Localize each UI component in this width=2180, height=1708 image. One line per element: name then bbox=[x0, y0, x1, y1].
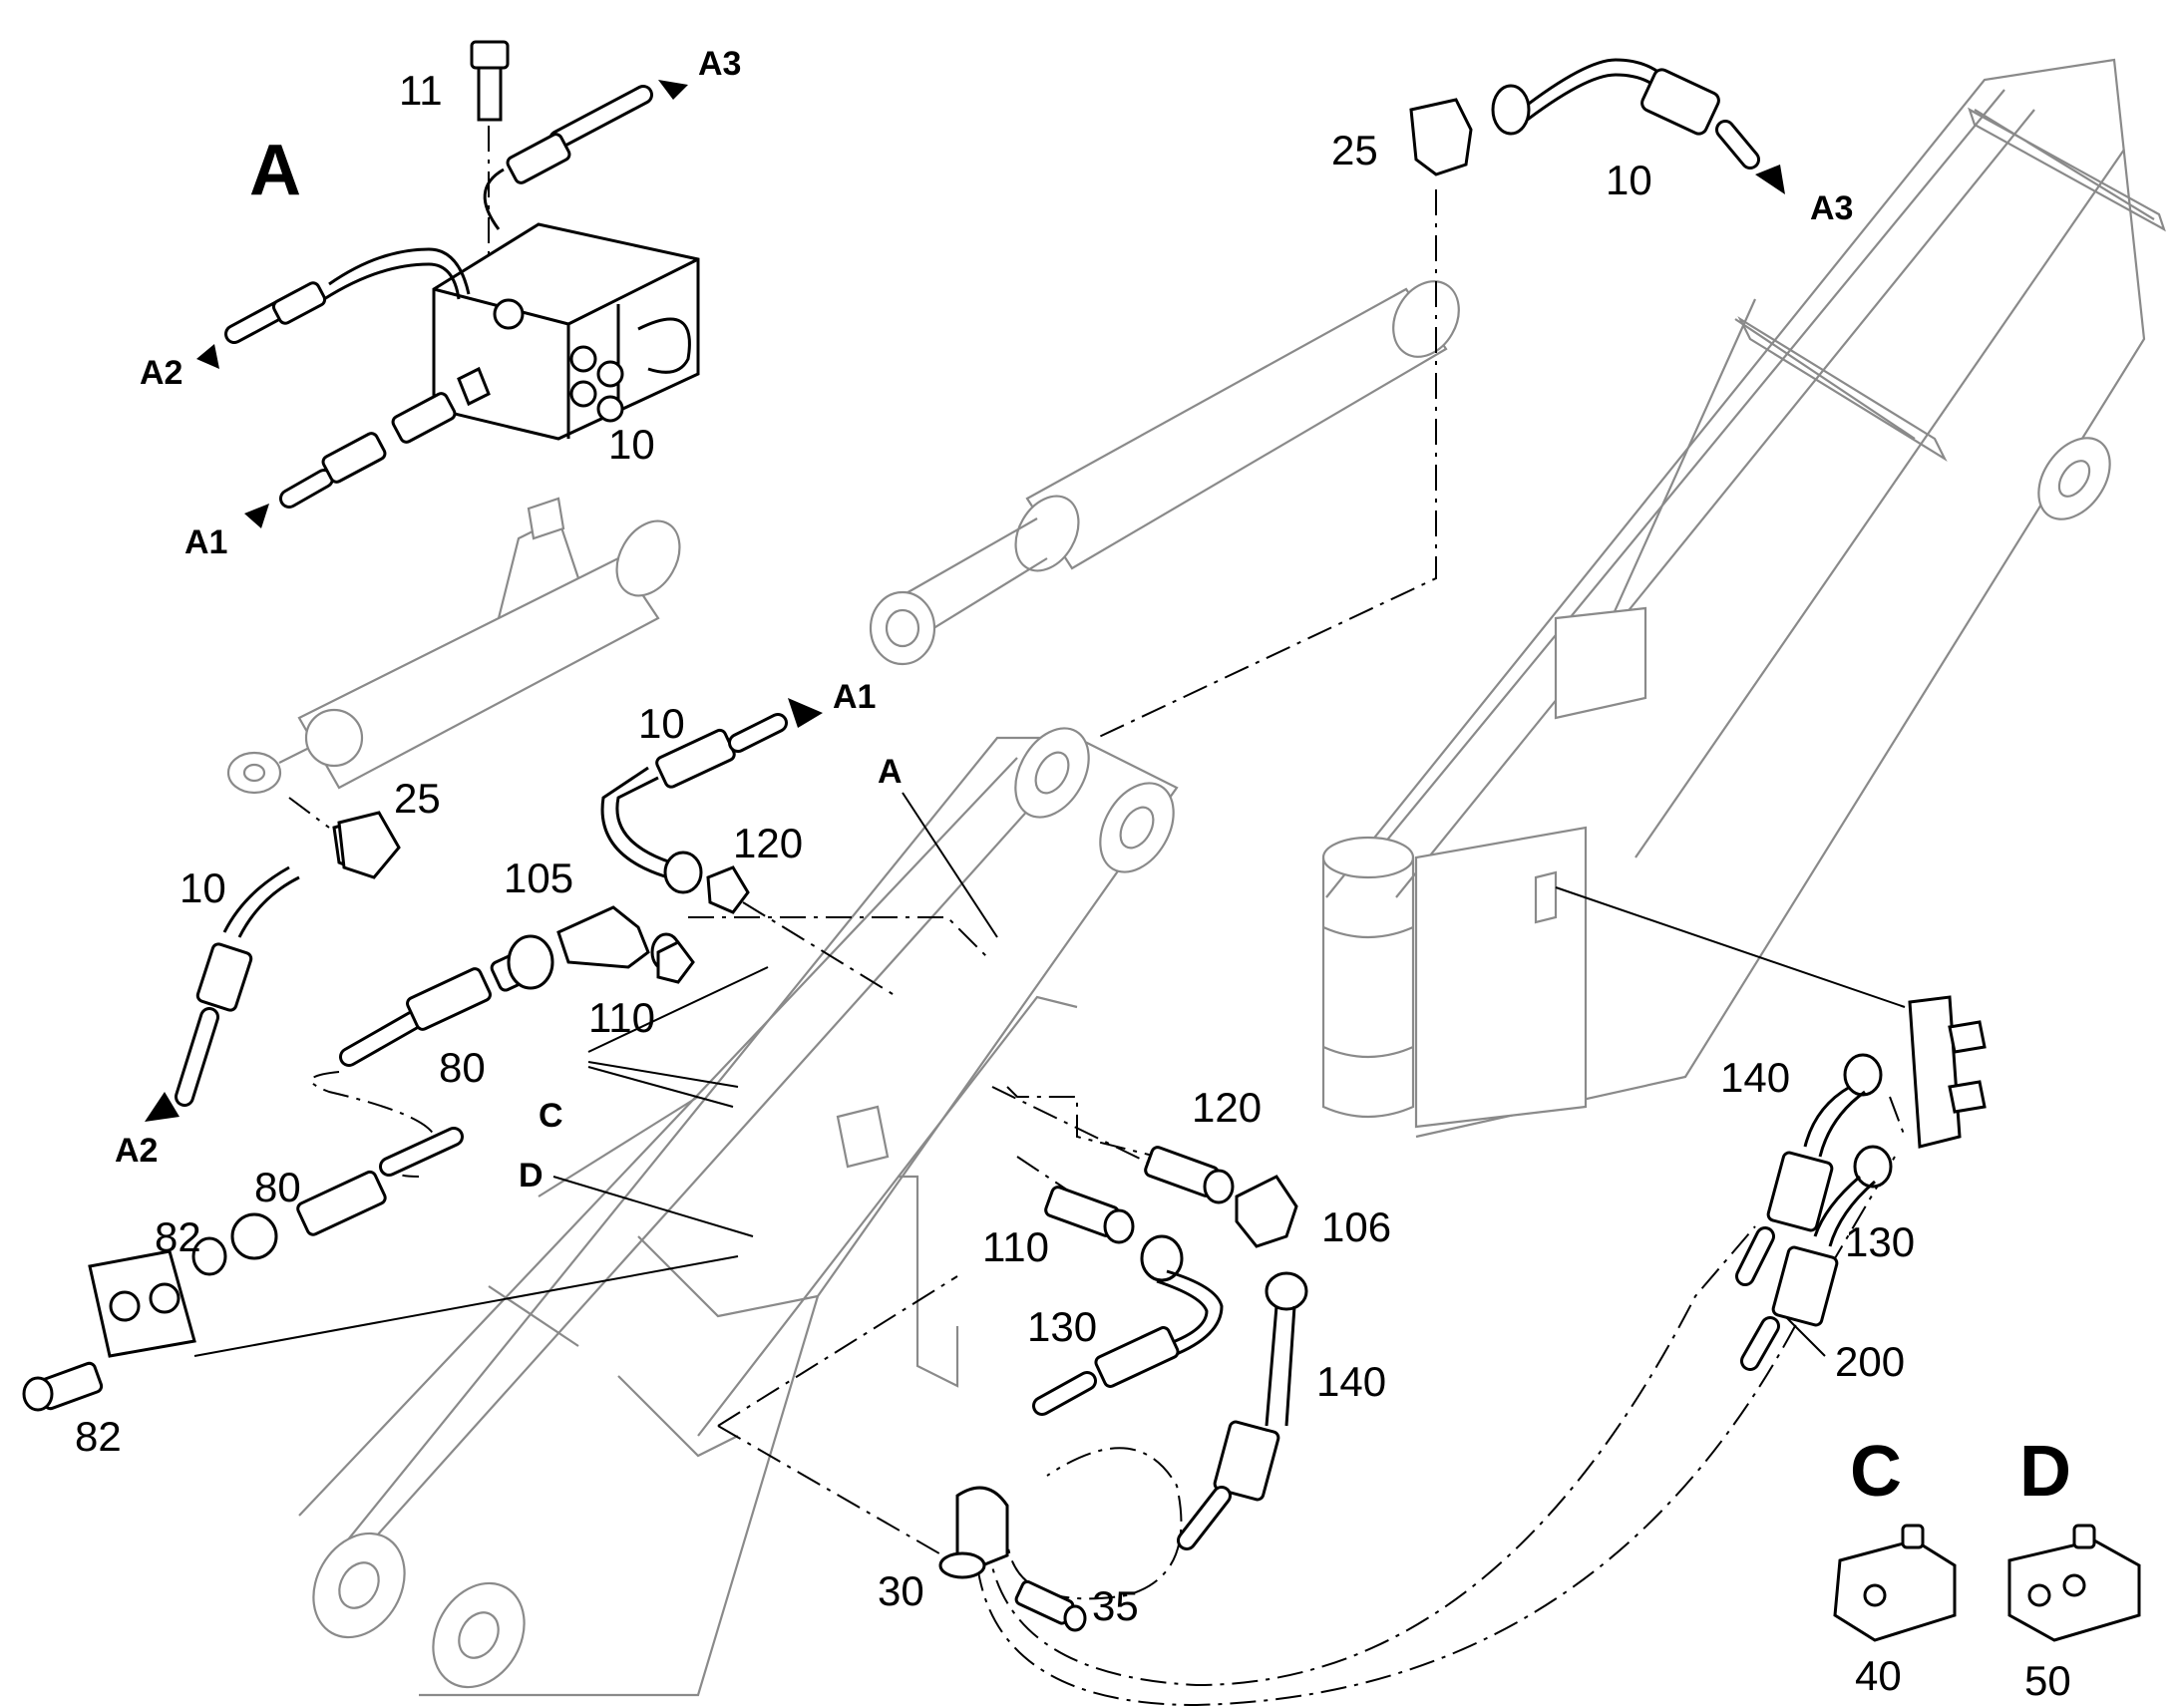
ref-label-c: C bbox=[539, 1097, 563, 1135]
callout-82-a: 82 bbox=[155, 1213, 201, 1260]
callout-10-left: 10 bbox=[180, 864, 226, 911]
callout-140-b: 140 bbox=[1720, 1054, 1790, 1101]
labels: A 11 A3 A2 10 A1 25 10 A3 25 10 10 A1 A … bbox=[75, 45, 2071, 1704]
callout-105: 105 bbox=[504, 854, 573, 901]
callout-82-b: 82 bbox=[75, 1413, 122, 1460]
callout-120-b: 120 bbox=[1192, 1084, 1262, 1131]
callout-40: 40 bbox=[1855, 1652, 1902, 1699]
callout-35: 35 bbox=[1092, 1582, 1139, 1629]
callout-130-a: 130 bbox=[1027, 1303, 1097, 1350]
callout-110-b: 110 bbox=[982, 1223, 1049, 1270]
clip-c bbox=[1833, 1538, 1957, 1642]
flow-arrows bbox=[145, 80, 1785, 1122]
callout-106: 106 bbox=[1321, 1203, 1391, 1250]
callout-200: 200 bbox=[1835, 1338, 1905, 1385]
callout-11: 11 bbox=[399, 67, 443, 114]
ref-label-a: A bbox=[878, 753, 903, 791]
hoses bbox=[22, 40, 1987, 1632]
arrow-a2-valve bbox=[196, 344, 219, 369]
arrow-a1-mid bbox=[788, 698, 823, 728]
callout-110-a: 110 bbox=[588, 994, 655, 1041]
callout-25-top: 25 bbox=[1331, 127, 1378, 173]
detail-label-c: C bbox=[1850, 1432, 1902, 1512]
callout-80-a: 80 bbox=[439, 1044, 486, 1091]
flow-label-a3-top: A3 bbox=[1810, 189, 1853, 227]
callout-50: 50 bbox=[2024, 1657, 2071, 1704]
arrow-a1-valve bbox=[244, 504, 269, 528]
callout-80-b: 80 bbox=[254, 1164, 301, 1210]
flow-label-a1-mid: A1 bbox=[833, 678, 876, 716]
valve-block bbox=[432, 222, 700, 441]
callout-10-top: 10 bbox=[1606, 157, 1652, 203]
flow-label-a2-valve: A2 bbox=[140, 354, 182, 392]
boom-right bbox=[1321, 58, 2166, 1139]
flow-label-a2-left: A2 bbox=[115, 1132, 158, 1170]
arrow-a3-valve bbox=[658, 80, 688, 100]
detail-clips bbox=[1833, 1524, 2141, 1642]
arrow-a3-top bbox=[1755, 165, 1785, 194]
flow-label-a1-valve: A1 bbox=[184, 523, 227, 561]
cylinder-center bbox=[869, 280, 1460, 666]
callout-120-a: 120 bbox=[733, 820, 803, 866]
callout-30: 30 bbox=[878, 1567, 924, 1614]
boom-center bbox=[298, 727, 1179, 1697]
flow-label-a3-valve: A3 bbox=[698, 45, 741, 83]
ref-label-d: D bbox=[519, 1157, 544, 1195]
arrow-a2-left bbox=[145, 1092, 180, 1122]
leader-lines bbox=[193, 792, 1906, 1357]
detail-label-d: D bbox=[2019, 1432, 2071, 1512]
callout-10-mid: 10 bbox=[638, 700, 685, 747]
callout-140-a: 140 bbox=[1316, 1358, 1386, 1405]
callout-25-left: 25 bbox=[394, 775, 441, 822]
cylinder-left bbox=[226, 497, 681, 795]
view-label-a: A bbox=[249, 131, 301, 210]
routing-lines bbox=[288, 80, 1906, 1707]
callout-10-valve: 10 bbox=[608, 421, 655, 468]
callout-130-b: 130 bbox=[1845, 1218, 1915, 1265]
